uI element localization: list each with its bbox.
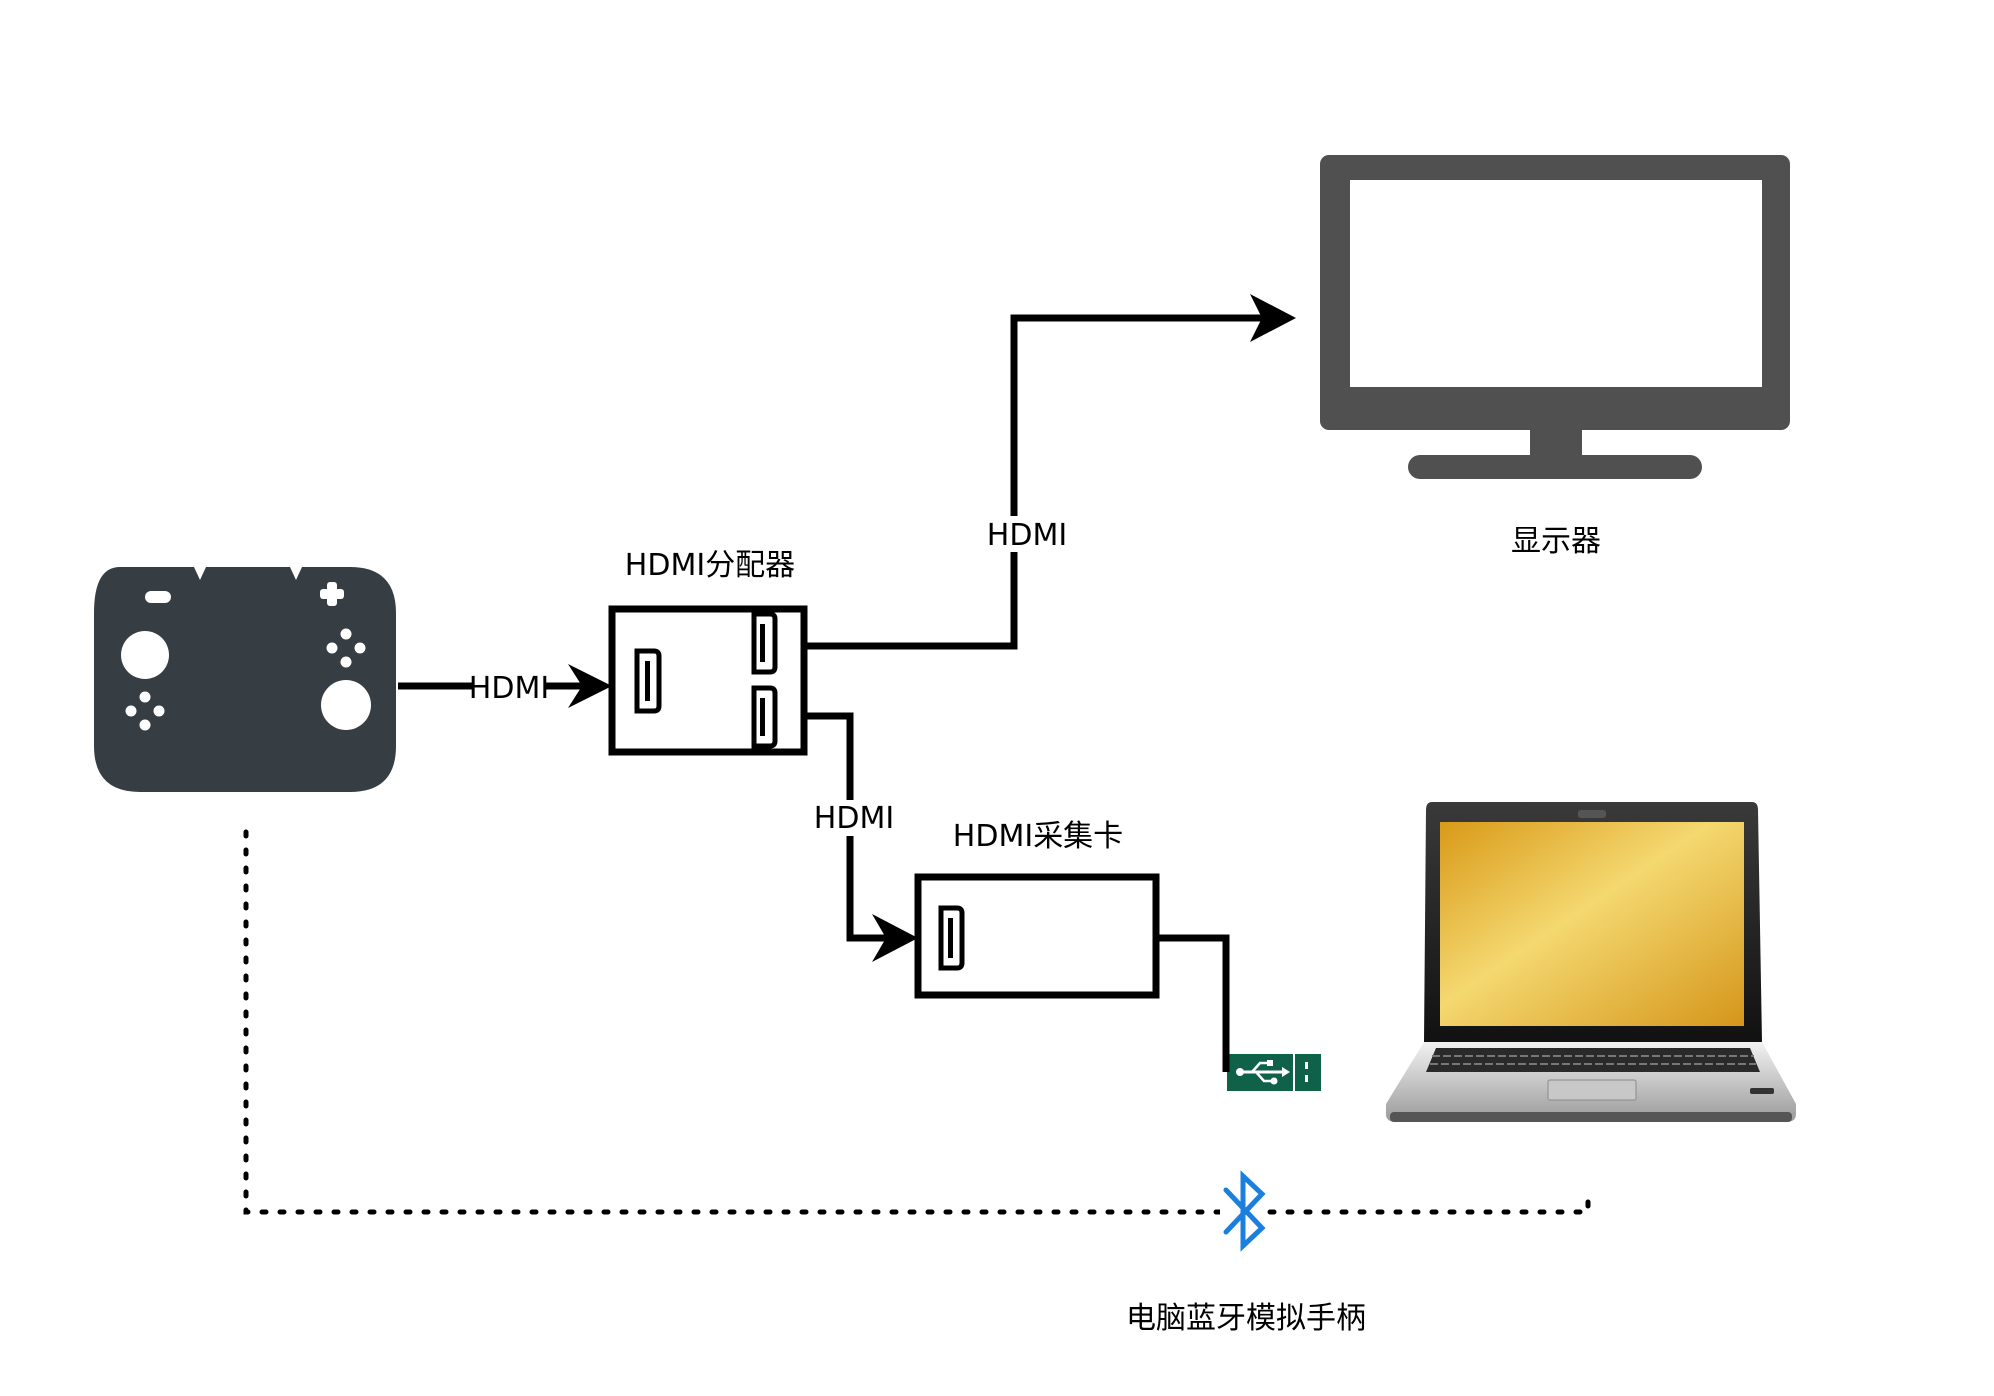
edge-label-splitter-capture: HDMI xyxy=(814,801,894,836)
hdmi-port-icon xyxy=(634,648,662,714)
edge-capture-usb xyxy=(1156,934,1230,1072)
edge-console-splitter: HDMI xyxy=(398,664,612,708)
hdmi-capture-card xyxy=(914,873,1160,999)
usb-plug-icon xyxy=(1227,1054,1321,1091)
laptop-icon xyxy=(1386,802,1796,1122)
capture-card-label: HDMI采集卡 xyxy=(953,819,1123,854)
bluetooth-icon xyxy=(1220,1170,1266,1252)
edge-label-splitter-monitor: HDMI xyxy=(987,518,1067,553)
bluetooth-caption: 电脑蓝牙模拟手柄 xyxy=(1126,1301,1366,1336)
hdmi-port-icon xyxy=(938,905,965,971)
hdmi-splitter xyxy=(608,605,808,756)
edge-splitter-monitor: HDMI xyxy=(804,294,1296,650)
bluetooth-link xyxy=(243,829,1591,1215)
monitor-label: 显示器 xyxy=(1511,524,1601,559)
hdmi-port-icon xyxy=(751,685,778,749)
edge-splitter-capture: HDMI xyxy=(804,712,918,962)
splitter-label: HDMI分配器 xyxy=(625,548,795,583)
monitor-icon xyxy=(1320,155,1790,479)
edge-label-console-splitter: HDMI xyxy=(469,671,549,706)
game-console-icon xyxy=(94,567,396,792)
hdmi-port-icon xyxy=(751,611,778,675)
